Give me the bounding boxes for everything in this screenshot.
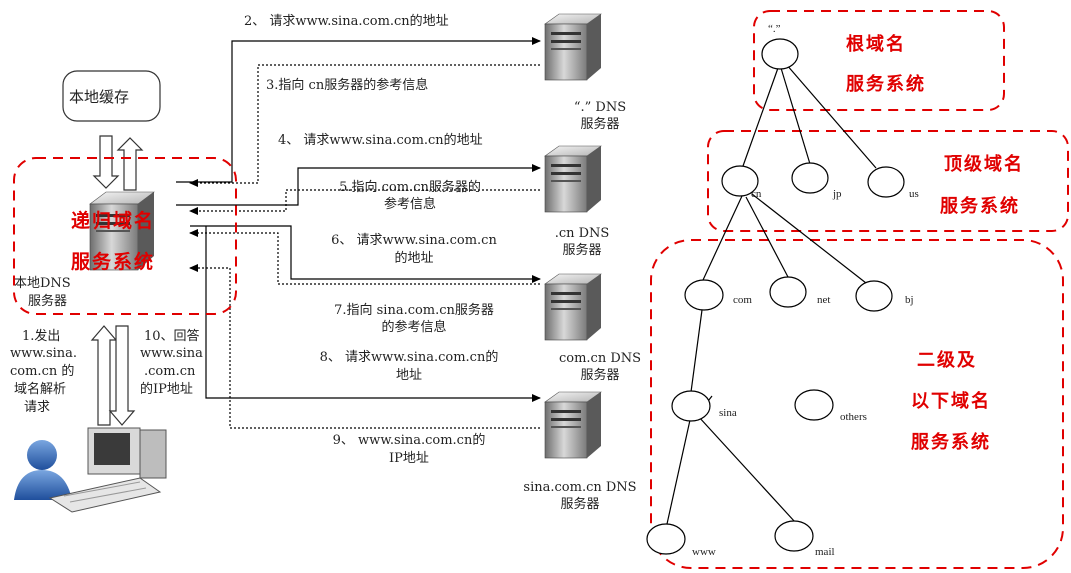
tree-label-com: com — [733, 294, 752, 306]
client-reply-line1: 10、回答 — [144, 329, 200, 344]
root-dns-server-icon — [544, 13, 602, 81]
arrow-step-6 — [190, 225, 541, 283]
step-7-label-line2: 的参考信息 — [381, 320, 447, 335]
recursive-region — [13, 157, 237, 315]
sina-server-label-line2: 服务器 — [560, 497, 600, 512]
tree-node-root — [761, 38, 799, 70]
sina-server-label-line1: sina.com.cn DNS — [523, 480, 637, 495]
recursive-label-line2: 服务系统 — [71, 251, 156, 273]
step-2-label: 2、 请求www.sina.com.cn的地址 — [244, 14, 449, 29]
cn-server-label-line2: 服务器 — [562, 243, 602, 258]
client-reply-line3: .com.cn — [144, 364, 196, 379]
tree-node-www — [646, 523, 686, 555]
local-dns-server-icon — [89, 191, 155, 271]
tree-label-us: us — [909, 188, 919, 200]
region-outlines — [13, 10, 1069, 569]
local-dns-label-line2: 服务器 — [28, 294, 68, 309]
tree-label-others: others — [840, 411, 867, 423]
cn-dns-server-icon — [544, 145, 602, 213]
step-9-label-line1: 9、 www.sina.com.cn的 — [332, 433, 486, 448]
step-3-label: 3.指向 cn服务器的参考信息 — [266, 78, 429, 93]
arrow-step-9 — [189, 264, 540, 429]
root-server-label-line2: 服务器 — [580, 117, 620, 132]
root-system-label-line1: 根域名 — [846, 34, 906, 55]
tree-root-dot-label: “.” — [768, 23, 781, 35]
client-request-line5: 请求 — [24, 400, 51, 415]
step-5-label-line1: 5.指向 com.cn服务器的 — [339, 180, 481, 195]
cache-exchange-arrows — [92, 135, 144, 191]
step-7-label-line1: 7.指向 sina.com.cn服务器 — [334, 303, 494, 318]
top-system-label-line2: 服务系统 — [940, 196, 1020, 217]
resolution-arrows — [176, 37, 541, 429]
tree-label-jp: jp — [833, 188, 842, 200]
tree-node-us — [867, 166, 905, 198]
tree-nodes — [646, 38, 905, 555]
tree-node-jp — [791, 162, 829, 194]
recursive-label-line1: 递归域名 — [71, 210, 156, 232]
sina-dns-server-icon — [544, 391, 602, 459]
step-8-label-line2: 地址 — [395, 368, 422, 383]
client-request-line4: 域名解析 — [14, 382, 67, 397]
root-system-label-line2: 服务系统 — [846, 74, 926, 95]
local-cache-box — [62, 70, 161, 122]
tree-node-mail — [774, 520, 814, 552]
client-request-line3: com.cn 的 — [10, 364, 75, 379]
client-request-line1: 1.发出 — [22, 329, 61, 344]
cn-server-label-line1: .cn DNS — [554, 226, 610, 241]
arrow-step-5 — [189, 189, 540, 215]
tree-node-sina — [671, 390, 711, 422]
second-system-label-line2: 以下域名 — [911, 391, 991, 412]
client-computer-icon — [48, 427, 167, 513]
tree-label-mail: mail — [815, 546, 835, 558]
step-6-label-line2: 的地址 — [394, 251, 434, 266]
tree-label-net: net — [817, 294, 831, 306]
step-6-label-line1: 6、 请求www.sina.com.cn — [331, 233, 497, 248]
client-user-icon — [14, 440, 72, 500]
tree-label-cn: cn — [751, 188, 762, 200]
tree-node-bj — [855, 280, 893, 312]
arrow-step-7 — [189, 229, 540, 285]
tree-edges — [666, 63, 877, 525]
tree-label-www: www — [692, 546, 716, 558]
step-8-label-line1: 8、 请求www.sina.com.cn的 — [319, 350, 499, 365]
step-9-label-line2: IP地址 — [389, 451, 429, 466]
second-level-region — [650, 239, 1064, 569]
local-dns-label-line1: 本地DNS — [14, 276, 71, 291]
client-reply-line4: 的IP地址 — [140, 382, 193, 397]
client-exchange-arrows — [90, 325, 136, 426]
step-5-label-line2: 参考信息 — [383, 197, 436, 212]
arrow-step-2 — [176, 37, 541, 183]
tree-label-bj: bj — [905, 294, 914, 306]
client-request-line2: www.sina. — [10, 346, 78, 361]
tree-node-com — [684, 279, 724, 311]
comcn-server-label-line1: com.cn DNS — [558, 351, 642, 366]
tree-node-net — [769, 276, 807, 308]
second-system-label-line3: 服务系统 — [911, 432, 991, 453]
step-4-label: 4、 请求www.sina.com.cn的地址 — [278, 133, 483, 148]
client-reply-line2: www.sina — [140, 346, 203, 361]
tree-node-cn — [721, 165, 759, 197]
comcn-server-label-line2: 服务器 — [580, 368, 620, 383]
local-cache-label: 本地缓存 — [69, 88, 130, 106]
comcn-dns-server-icon — [544, 273, 602, 341]
arrow-step-3 — [189, 64, 540, 187]
arrow-step-8 — [205, 226, 541, 402]
second-system-label-line1: 二级及 — [917, 350, 977, 371]
tree-node-others — [794, 389, 834, 421]
arrow-step-4 — [176, 164, 541, 206]
root-server-label-line1: “.” DNS — [573, 100, 627, 115]
tree-label-sina: sina — [719, 407, 737, 419]
top-system-label-line1: 顶级域名 — [944, 154, 1024, 175]
root-region — [753, 10, 1005, 111]
